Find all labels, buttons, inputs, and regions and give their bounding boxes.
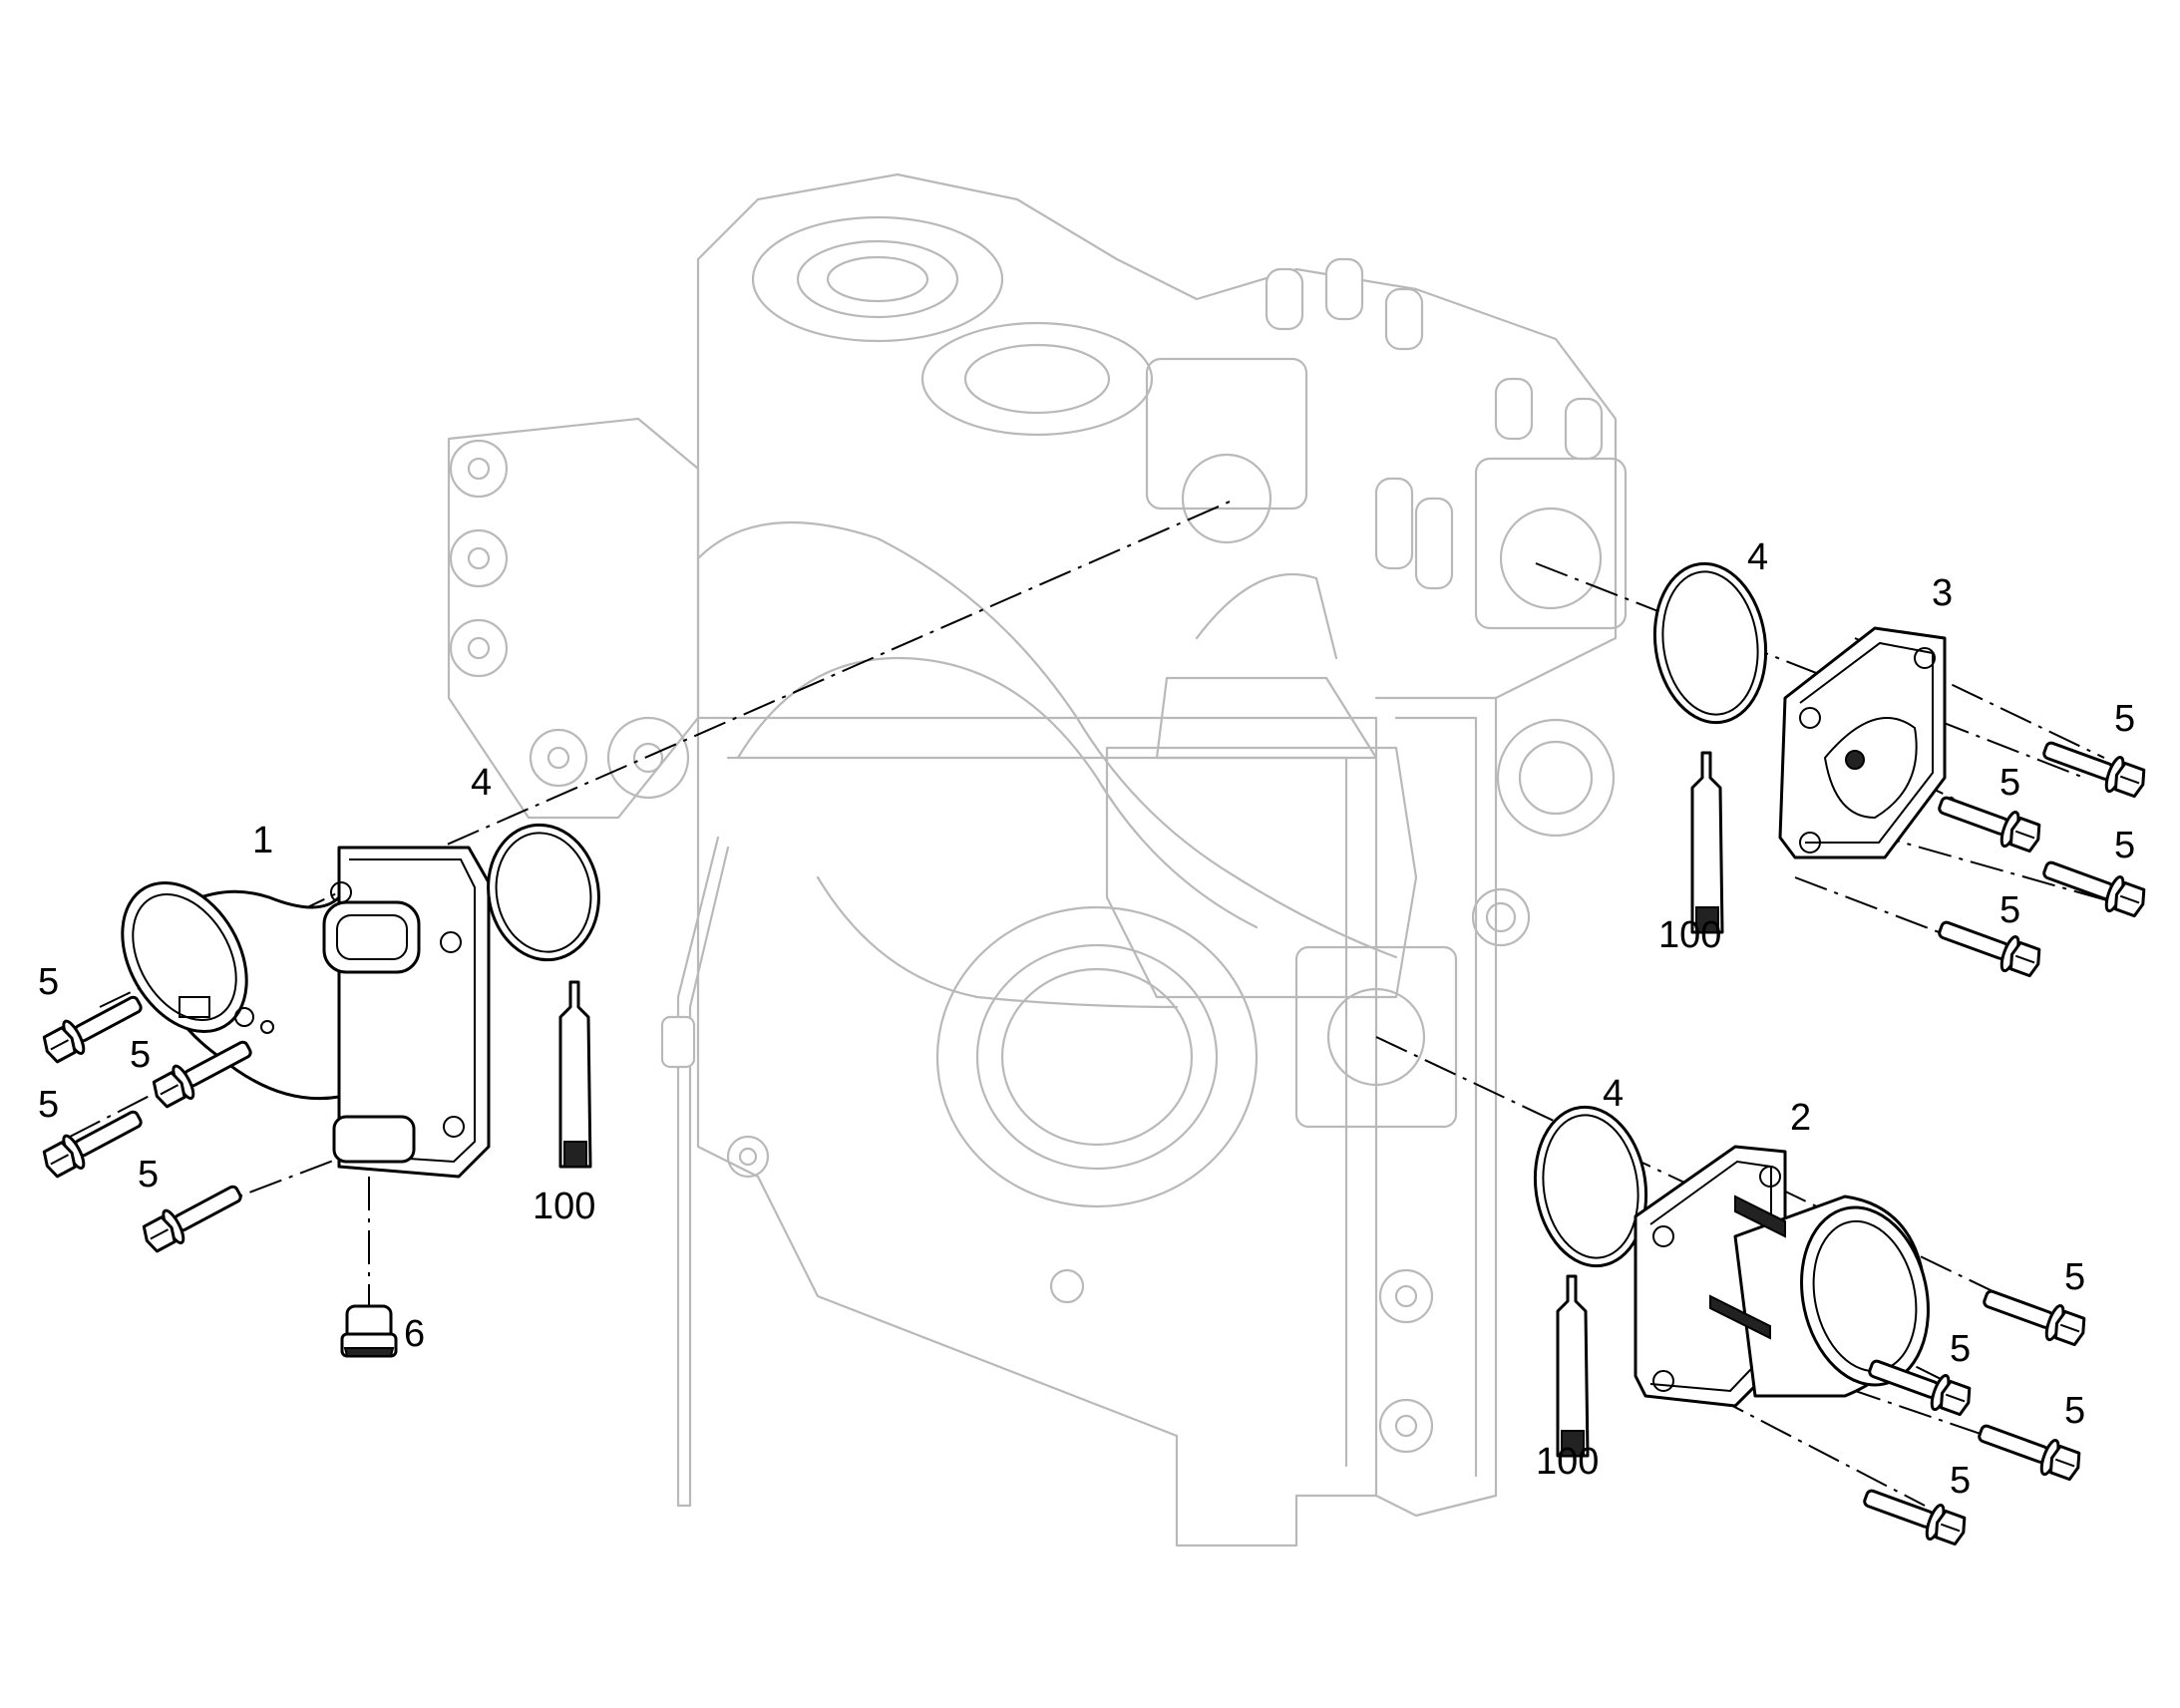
sealant-tube-100-top-right — [1690, 751, 1724, 934]
callout-5: 5 — [1950, 1328, 1971, 1370]
bolt-5 — [1863, 1489, 1967, 1546]
o-ring-4-left — [487, 823, 600, 962]
part-2-straight-outlet — [1634, 1145, 1930, 1408]
bolt-5 — [152, 1040, 252, 1109]
callout-5: 5 — [2114, 698, 2135, 740]
callout-2: 2 — [1790, 1097, 1811, 1139]
bolt-5 — [142, 1185, 242, 1253]
callout-5: 5 — [2064, 1256, 2085, 1298]
o-ring-4-top-right — [1652, 561, 1768, 725]
callout-5: 5 — [2114, 825, 2135, 866]
callout-5: 5 — [130, 1034, 151, 1076]
part-1-elbow-outlet — [121, 846, 491, 1179]
bolt-5 — [1938, 796, 2041, 854]
callout-5: 5 — [2064, 1390, 2085, 1432]
callout-5: 5 — [1999, 889, 2020, 931]
part-6-plug — [340, 1304, 398, 1358]
callout-4-top-right: 4 — [1747, 536, 1768, 578]
part-3-cover-plate — [1778, 626, 1947, 859]
bolt-5 — [42, 995, 143, 1064]
bolt-5 — [1983, 1289, 2086, 1347]
sealant-tube-100-bottom-right — [1556, 1274, 1590, 1458]
callout-3: 3 — [1932, 572, 1953, 614]
callout-5: 5 — [38, 961, 59, 1003]
callout-6: 6 — [404, 1313, 425, 1355]
bolt-5 — [1978, 1424, 2081, 1482]
callout-100-left: 100 — [533, 1186, 595, 1227]
callout-5: 5 — [1999, 762, 2020, 804]
callout-5: 5 — [138, 1154, 159, 1196]
o-ring-4-bottom-right — [1533, 1105, 1648, 1268]
callout-5: 5 — [38, 1084, 59, 1126]
callout-4-bottom-right: 4 — [1603, 1073, 1624, 1115]
callout-labels: 1 2 3 4 4 4 5 5 5 5 5 5 5 5 5 5 5 5 6 10… — [38, 536, 2135, 1502]
callout-5: 5 — [1950, 1460, 1971, 1502]
sealant-tube-100-left — [558, 980, 592, 1169]
callout-100-top-right: 100 — [1658, 914, 1721, 956]
engine-housing-ghost — [447, 172, 1628, 1547]
callout-4-left: 4 — [471, 762, 492, 804]
bolt-5 — [2042, 860, 2146, 918]
callout-100-bottom-right: 100 — [1536, 1441, 1599, 1483]
bolt-5 — [2042, 741, 2146, 799]
callout-1: 1 — [252, 820, 273, 861]
bolts-5 — [42, 741, 2146, 1546]
bolt-5 — [1938, 920, 2041, 978]
bolt-5 — [42, 1110, 143, 1179]
bolt-5 — [1868, 1359, 1972, 1417]
